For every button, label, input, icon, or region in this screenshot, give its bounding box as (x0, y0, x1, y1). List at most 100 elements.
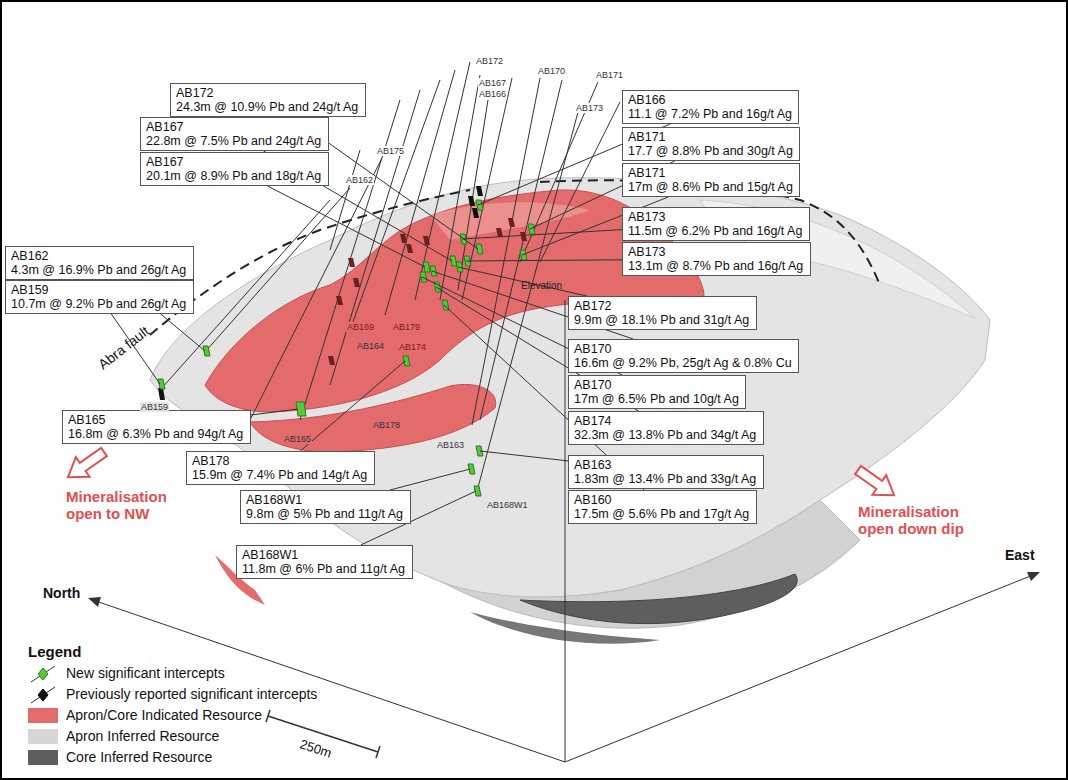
callout-box: AB17016.6m @ 9.2% Pb, 25g/t Ag & 0.8% Cu (568, 339, 799, 373)
drill-hole-id: AB171 (628, 130, 794, 144)
legend-swatch (28, 729, 58, 744)
leader-line (300, 361, 405, 451)
map-label: Legend (28, 643, 81, 660)
map-label: AB159 (140, 402, 169, 412)
intercept-grade: 11.1 @ 7.2% Pb and 16g/t Ag (628, 107, 793, 121)
leader-line (251, 409, 298, 415)
north-arrowhead (88, 597, 101, 607)
map-label: AB170 (537, 66, 566, 76)
intercept-grade: 15.9m @ 7.4% Pb and 14g/t Ag (192, 468, 369, 482)
scale-tick (266, 710, 270, 722)
legend-swatch (28, 750, 58, 765)
drill-hole-id: AB163 (574, 458, 758, 472)
legend-text: New significant intercepts (64, 665, 227, 682)
east-arrowhead (1027, 572, 1040, 581)
leader-line (390, 469, 470, 490)
drill-hole-id: AB170 (574, 378, 740, 392)
intercept-grade: 1.83m @ 13.4% Pb and 33g/t Ag (574, 472, 758, 486)
legend-icon (28, 686, 58, 704)
callout-box: AB168W111.8m @ 6% Pb and 11g/t Ag (236, 545, 413, 579)
core-inferred-body (520, 574, 797, 624)
drill-hole-id: AB173 (628, 210, 804, 224)
map-label: AB174 (398, 342, 427, 352)
intercept-grade: 17m @ 8.6% Pb and 15g/t Ag (628, 180, 794, 194)
map-label: Elevation (521, 280, 562, 292)
map-label: Mineralisation open down dip (858, 503, 993, 538)
intercept-grade: 11.5m @ 6.2% Pb and 16g/t Ag (628, 224, 804, 238)
map-label: AB165 (283, 434, 312, 444)
axis-east (565, 573, 1038, 762)
map-label: AB163 (436, 440, 465, 450)
drill-hole-id: AB168W1 (246, 493, 405, 507)
map-label: AB171 (595, 70, 624, 80)
callout-box: AB17815.9m @ 7.4% Pb and 14g/t Ag (186, 451, 375, 485)
intercept-grade: 32.3m @ 13.8% Pb and 34g/t Ag (574, 428, 758, 442)
intercept-grade: 17.5m @ 5.6% Pb and 17g/t Ag (574, 507, 751, 521)
drill-hole-id: AB167 (146, 120, 323, 134)
leader-line (466, 260, 622, 261)
drill-hole-id: AB166 (628, 93, 793, 107)
callout-box: AB16611.1 @ 7.2% Pb and 16g/t Ag (622, 90, 799, 124)
drill-hole-id: AB167 (146, 155, 323, 169)
callout-box: AB168W19.8m @ 5% Pb and 11g/t Ag (240, 490, 411, 524)
open-arrow-nw (61, 442, 111, 487)
callout-box: AB15910.7m @ 9.2% Pb and 26g/t Ag (5, 280, 194, 314)
drill-hole-id: AB168W1 (242, 548, 407, 562)
legend-text: Apron Inferred Resource (64, 728, 221, 745)
callout-box: AB1624.3m @ 16.9% Pb and 26g/t Ag (5, 246, 194, 280)
intercept-grade: 9.9m @ 18.1% Pb and 31g/t Ag (574, 313, 751, 327)
map-label: Mineralisation open to NW (66, 488, 191, 523)
callout-box: AB17224.3m @ 10.9% Pb and 24g/t Ag (170, 83, 366, 117)
callout-box: AB17313.1m @ 8.7% Pb and 16g/t Ag (622, 242, 811, 276)
drill-hole-id: AB170 (574, 342, 793, 356)
map-label: AB166 (478, 89, 507, 99)
callout-box: AB16720.1m @ 8.9% Pb and 18g/t Ag (140, 152, 329, 186)
map-label: AB179 (392, 322, 421, 332)
legend-hole-line (31, 687, 55, 703)
legend-icon (28, 665, 58, 683)
legend-text: Core Inferred Resource (64, 749, 214, 766)
drill-hole-id: AB165 (68, 413, 245, 427)
drill-hole-id: AB172 (176, 86, 360, 100)
callout-box: AB16722.8m @ 7.5% Pb and 24g/t Ag (140, 117, 329, 151)
map-label: North (43, 585, 80, 601)
axis-vertical (565, 300, 566, 762)
intercept-grade: 16.8m @ 6.3% Pb and 94g/t Ag (68, 427, 245, 441)
callout-box: AB17017m @ 6.5% Pb and 10g/t Ag (568, 375, 746, 409)
map-label: AB162 (345, 175, 374, 185)
legend-text: Previously reported significant intercep… (64, 686, 319, 703)
callout-box: AB1729.9m @ 18.1% Pb and 31g/t Ag (568, 296, 757, 330)
drill-hole-id: AB172 (574, 299, 751, 313)
callout-box: AB1631.83m @ 13.4% Pb and 33g/t Ag (568, 455, 764, 489)
drill-hole-id: AB162 (11, 249, 188, 263)
map-label: AB173 (575, 103, 604, 113)
callout-box: AB17117.7 @ 8.8% Pb and 30g/t Ag (622, 127, 800, 161)
intercept-marks-dark-red (328, 218, 527, 365)
indicated-resource-lower (250, 384, 496, 452)
callout-box: AB16017.5m @ 5.6% Pb and 17g/t Ag (568, 490, 757, 524)
leader-line (462, 230, 622, 239)
legend-swatch (28, 708, 58, 723)
legend-hole-line (31, 666, 55, 682)
drill-hole-id: AB174 (574, 414, 758, 428)
new-intercept-marks (158, 200, 535, 496)
map-label: East (1005, 547, 1035, 563)
map-label: AB178 (372, 420, 401, 430)
drill-hole-id: AB178 (192, 454, 369, 468)
callout-box: AB17432.3m @ 13.8% Pb and 34g/t Ag (568, 411, 764, 445)
map-label: AB168W1 (486, 500, 529, 510)
intercept-grade: 22.8m @ 7.5% Pb and 24g/t Ag (146, 134, 323, 148)
intercept-grade: 11.8m @ 6% Pb and 11g/t Ag (242, 562, 407, 576)
map-label: AB167 (478, 78, 507, 88)
open-arrow-down-dip (851, 460, 901, 505)
drill-hole-id: AB160 (574, 493, 751, 507)
intercept-grade: 9.8m @ 5% Pb and 11g/t Ag (246, 507, 405, 521)
leader-line (458, 267, 587, 296)
map-label: AB175 (376, 146, 405, 156)
drill-hole-id: AB159 (11, 283, 188, 297)
map-label: AB164 (356, 341, 385, 351)
map-label: AB172 (475, 56, 504, 66)
legend-intercept-mark (38, 668, 48, 680)
callout-box: AB17117m @ 8.6% Pb and 15g/t Ag (622, 163, 800, 197)
